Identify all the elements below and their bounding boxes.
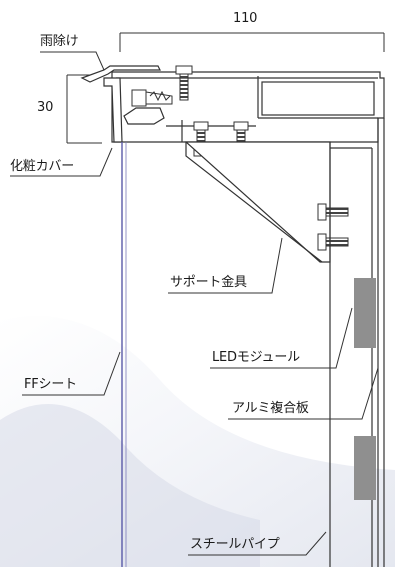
dimension-30 [66, 74, 102, 144]
dimension-height-label: 30 [37, 100, 54, 115]
led-module-1 [354, 278, 376, 348]
screw-top-1 [175, 65, 193, 101]
aluminum-composite-label: アルミ複合板 [232, 401, 309, 416]
clip-spring [131, 89, 173, 107]
ff-sheet-label: FFシート [24, 377, 77, 392]
support-bracket-label: サポート金具 [170, 275, 247, 290]
dimension-width-label: 110 [233, 11, 258, 26]
leader-rain-cover [40, 51, 105, 71]
led-module-label: LEDモジュール [212, 350, 300, 365]
dimension-110 [119, 32, 385, 52]
leader-led-module [210, 307, 353, 369]
aluminum-composite-board [377, 118, 385, 567]
background-tint-lower [0, 404, 260, 567]
top-frame [111, 71, 385, 143]
screw-side-2 [317, 233, 349, 251]
led-module-2 [354, 436, 376, 500]
leader-aluminum-composite [228, 367, 379, 420]
leader-support-bracket [168, 237, 283, 294]
leader-ff-sheet [22, 351, 121, 396]
decorative-cover-label: 化粧カバー [10, 159, 75, 174]
decorative-cover-part [103, 77, 165, 143]
steel-pipe-label: スチールパイプ [190, 537, 280, 552]
rain-cover-part [80, 65, 161, 83]
rain-cover-label: 雨除け [40, 34, 79, 49]
leader-lines [10, 51, 379, 556]
leader-decorative-cover [10, 147, 113, 177]
support-bracket [184, 141, 331, 263]
screw-side-1 [317, 203, 349, 221]
leader-steel-pipe [188, 531, 327, 556]
